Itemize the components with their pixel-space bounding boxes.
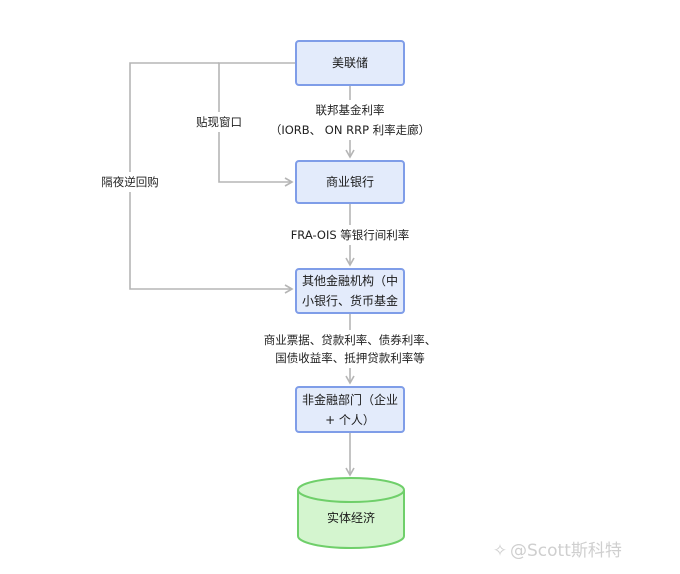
watermark-text: @Scott斯科特 — [510, 541, 622, 561]
node-real-economy-label: 实体经济 — [326, 511, 375, 525]
sparkle-logo-icon: ✧ — [492, 541, 508, 561]
node-fed: 美联储 — [295, 40, 405, 86]
node-commercial-banks: 商业银行 — [295, 160, 405, 204]
node-commercial-banks-label: 商业银行 — [325, 175, 374, 189]
node-other-financial-institutions-label: 其他金融机构（中小银行、货币基金 — [301, 274, 398, 308]
edge-label-fed-funds-rate: 联邦基金利率 — [315, 100, 385, 120]
edge-label-rate-corridor: （IORB、 ON RRP 利率走廊） — [269, 120, 431, 140]
watermark: ✧@Scott斯科特 — [490, 540, 622, 562]
node-non-financial-sector-label: 非金融部门（企业 + 个人） — [301, 392, 398, 427]
edge-label-overnight-reverse-repo: 隔夜逆回购 — [101, 172, 159, 192]
node-non-financial-sector: 非金融部门（企业 + 个人） — [295, 386, 405, 433]
node-fed-label: 美联储 — [331, 56, 368, 70]
edge-label-market-rates-line2: 国债收益率、抵押贷款利率等 — [275, 348, 425, 368]
edge-label-market-rates-line1: 商业票据、贷款利率、债券利率、 — [263, 330, 437, 350]
edge-label-discount-window: 贴现窗口 — [196, 112, 242, 132]
real-economy-cylinder — [297, 477, 405, 549]
node-other-financial-institutions: 其他金融机构（中小银行、货币基金 — [295, 268, 405, 314]
edge-label-interbank-rates: FRA-OIS 等银行间利率 — [290, 225, 410, 245]
